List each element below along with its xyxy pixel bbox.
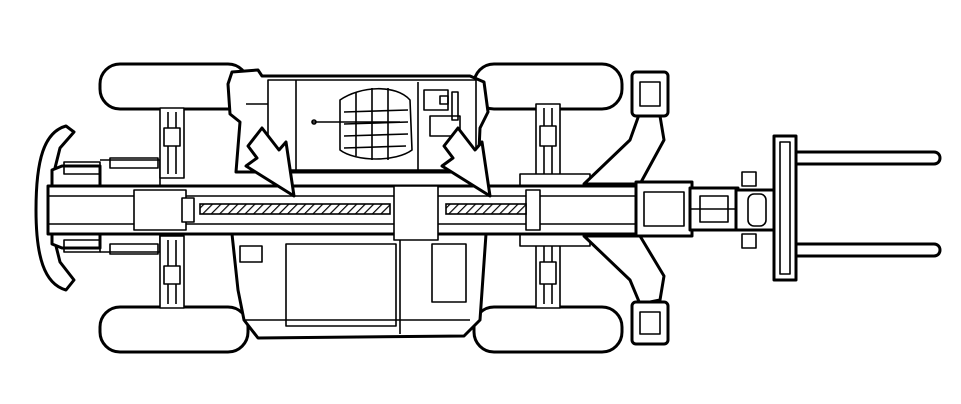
left-hatched-frame-section (199, 203, 391, 215)
callout-arrows (244, 126, 492, 198)
cab (226, 68, 490, 174)
front-left-wheel (98, 62, 250, 111)
right-frame-point-arrow (440, 126, 492, 198)
right-hatched-frame-section (445, 203, 527, 215)
front-chassis (582, 70, 778, 346)
rear-left-wheel (472, 62, 624, 111)
rear-right-wheel (472, 305, 624, 354)
fork-carriage (772, 134, 942, 282)
main-frame (46, 184, 646, 241)
wheels (98, 62, 624, 354)
front-right-wheel (98, 305, 250, 354)
engine-cover (230, 232, 488, 340)
left-frame-point-arrow (244, 126, 296, 198)
